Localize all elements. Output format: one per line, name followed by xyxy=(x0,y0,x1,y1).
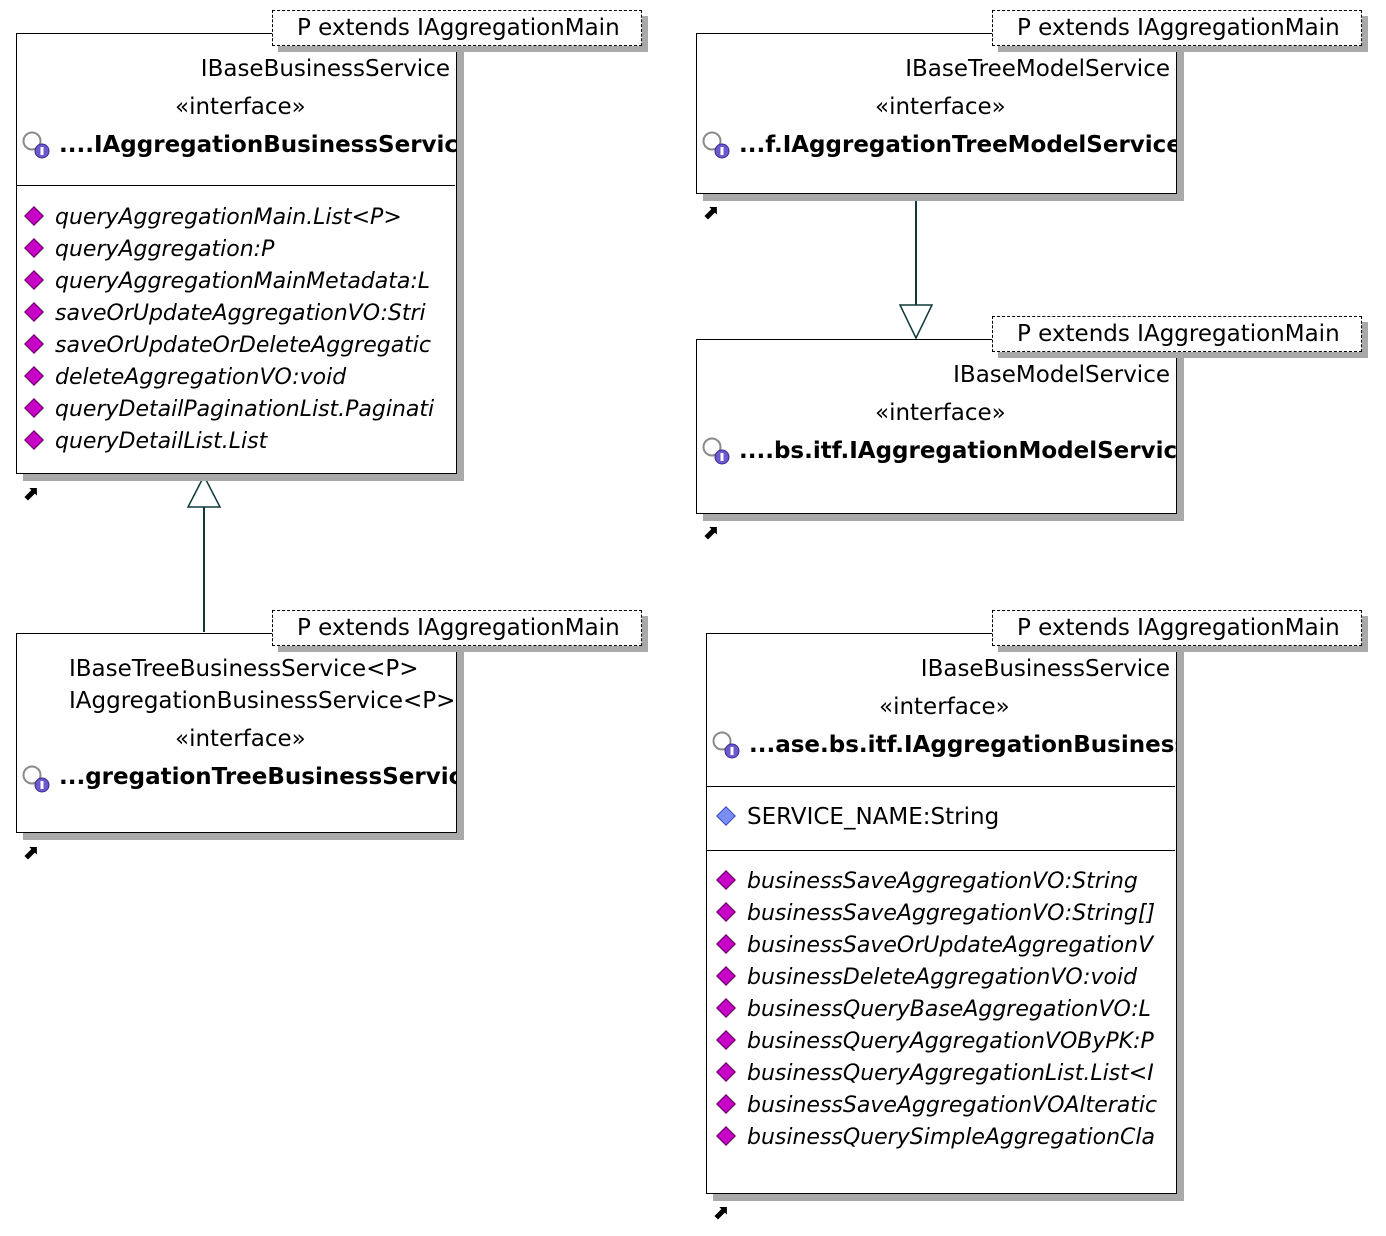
interface-box-aggregation-business[interactable]: IBaseBusinessService «interface» ...ase.… xyxy=(706,633,1177,1194)
interface-box-aggregation-tree-business-service[interactable]: IBaseTreeBusinessService<P> IAggregation… xyxy=(16,633,457,833)
interface-name: ....bs.itf.IAggregationModelService xyxy=(739,438,1177,464)
super-interface-label: IBaseTreeModelService xyxy=(905,56,1170,82)
super-interface-label: IBaseTreeBusinessService<P> xyxy=(69,656,419,682)
operation-icon xyxy=(716,1094,736,1114)
attribute-icon xyxy=(716,805,736,826)
shortcut-arrow-icon[interactable]: ⬈ xyxy=(22,481,39,505)
operation-item[interactable]: businessSaveAggregationVO:String xyxy=(716,866,1138,898)
interface-box-aggregation-model-service[interactable]: IBaseModelService «interface» ....bs.itf… xyxy=(696,339,1177,514)
operation-icon xyxy=(24,398,44,418)
stereotype-label: «interface» xyxy=(175,726,306,752)
operation-icon xyxy=(716,1126,736,1146)
operation-item[interactable]: businessSaveAggregationVO:String[] xyxy=(716,898,1155,930)
generalization-tree-model-to-model[interactable] xyxy=(898,195,934,340)
shortcut-arrow-icon[interactable]: ⬈ xyxy=(702,520,719,544)
operation-item[interactable]: saveOrUpdateOrDeleteAggregatic xyxy=(24,330,431,362)
attribute-item[interactable]: SERVICE_NAME:String xyxy=(716,800,999,834)
stereotype-label: «interface» xyxy=(875,94,1006,120)
type-parameter-label: P extends IAggregationMain xyxy=(992,610,1362,646)
operation-icon xyxy=(24,270,44,290)
compartment-separator xyxy=(707,786,1175,787)
operation-item[interactable]: queryDetailPaginationList.Paginati xyxy=(24,394,434,426)
stereotype-label: «interface» xyxy=(875,400,1006,426)
interface-icon xyxy=(702,437,730,465)
operation-icon xyxy=(716,966,736,986)
operation-icon xyxy=(24,206,44,226)
interface-name: ...f.IAggregationTreeModelService xyxy=(739,132,1177,158)
type-parameter-label: P extends IAggregationMain xyxy=(992,316,1362,352)
operations-compartment: businessSaveAggregationVO:String busines… xyxy=(707,864,1167,1164)
compartment-separator xyxy=(17,185,455,186)
operation-icon xyxy=(24,366,44,386)
super-interface-label: IBaseModelService xyxy=(953,362,1170,388)
operation-icon xyxy=(716,934,736,954)
operation-item[interactable]: businessSaveAggregationVOAlteratic xyxy=(716,1090,1157,1122)
operation-icon xyxy=(24,302,44,322)
shortcut-arrow-icon[interactable]: ⬈ xyxy=(22,840,39,864)
operation-item[interactable]: businessQueryAggregationList.List<I xyxy=(716,1058,1154,1090)
shortcut-arrow-icon[interactable]: ⬈ xyxy=(702,200,719,224)
interface-icon xyxy=(22,131,50,159)
super-interface-label: IBaseBusinessService xyxy=(920,656,1170,682)
operation-item[interactable]: businessQueryAggregationVOByPK:P xyxy=(716,1026,1154,1058)
interface-name: ...gregationTreeBusinessService xyxy=(59,764,457,790)
interface-icon xyxy=(22,765,50,793)
stereotype-label: «interface» xyxy=(879,694,1010,720)
operation-item[interactable]: queryDetailList.List xyxy=(24,426,267,458)
operation-item[interactable]: saveOrUpdateAggregationVO:Stri xyxy=(24,298,426,330)
operation-icon xyxy=(716,1030,736,1050)
interface-icon xyxy=(702,131,730,159)
operation-item[interactable]: businessQueryBaseAggregationVO:L xyxy=(716,994,1151,1026)
interface-box-aggregation-tree-model-service[interactable]: IBaseTreeModelService «interface» ...f.I… xyxy=(696,33,1177,194)
operation-item[interactable]: queryAggregationMainMetadata:L xyxy=(24,266,430,298)
compartment-separator xyxy=(707,850,1175,851)
stereotype-label: «interface» xyxy=(175,94,306,120)
interface-box-aggregation-business-service[interactable]: IBaseBusinessService «interface» ....IAg… xyxy=(16,33,457,474)
operation-icon xyxy=(716,870,736,890)
type-parameter-label: P extends IAggregationMain xyxy=(272,10,642,46)
super-interface-label: IAggregationBusinessService<P> xyxy=(69,688,456,714)
operation-icon xyxy=(716,902,736,922)
operation-icon xyxy=(716,998,736,1018)
operation-icon xyxy=(716,1062,736,1082)
type-parameter-label: P extends IAggregationMain xyxy=(992,10,1362,46)
generalization-tree-business-to-business[interactable] xyxy=(186,474,222,632)
operation-icon xyxy=(24,238,44,258)
operation-item[interactable]: queryAggregationMain.List<P> xyxy=(24,202,402,234)
operation-item[interactable]: businessQuerySimpleAggregationCla xyxy=(716,1122,1155,1154)
super-interface-label: IBaseBusinessService xyxy=(200,56,450,82)
shortcut-arrow-icon[interactable]: ⬈ xyxy=(712,1200,729,1224)
operation-item[interactable]: deleteAggregationVO:void xyxy=(24,362,346,394)
operation-icon xyxy=(24,334,44,354)
operation-icon xyxy=(24,430,44,450)
operation-item[interactable]: businessDeleteAggregationVO:void xyxy=(716,962,1137,994)
operations-compartment: queryAggregationMain.List<P> queryAggreg… xyxy=(17,200,447,470)
operation-item[interactable]: businessSaveOrUpdateAggregationV xyxy=(716,930,1153,962)
interface-name: ...ase.bs.itf.IAggregationBusiness xyxy=(749,732,1177,758)
operation-item[interactable]: queryAggregation:P xyxy=(24,234,274,266)
interface-name: ....IAggregationBusinessService xyxy=(59,132,457,158)
type-parameter-label: P extends IAggregationMain xyxy=(272,610,642,646)
interface-icon xyxy=(712,731,740,759)
